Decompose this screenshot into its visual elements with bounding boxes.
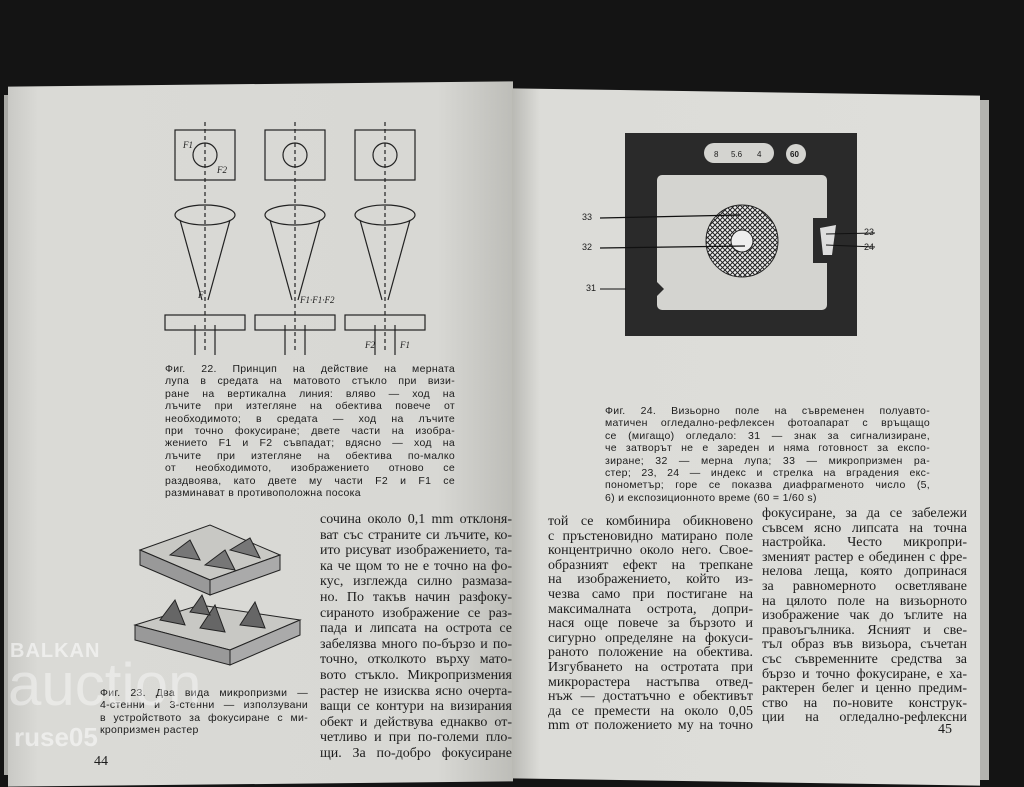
label-32: 32	[582, 242, 593, 252]
caption-line: в устройството за фокусиране с ми-	[100, 711, 308, 724]
shutter-time: 60	[790, 150, 799, 159]
aperture-value: 8	[714, 150, 719, 159]
caption-line: от необходимото, изображението отново се	[165, 462, 455, 475]
caption-line: понометър; горе се показва диафрагменото…	[605, 479, 930, 492]
text-line: сигурно определяне на фокуси-	[548, 631, 753, 646]
label-31: 31	[586, 283, 597, 293]
caption-line: 4-стенни и 3-стенни — използувани	[100, 699, 308, 712]
text-line: mm от положението му на точно	[548, 719, 753, 734]
text-line: вото стъкло. Микропризмения	[320, 667, 512, 683]
caption-line: лъчите при изтегляне на обектива повече …	[165, 400, 455, 413]
text-line: ващи се контури на визирания	[320, 699, 512, 715]
fig22-label-f1b: F1	[400, 340, 410, 350]
text-line: ват със страните си лъчите, ко-	[320, 527, 512, 543]
caption-line: Фиг. 23. Два вида микропризми —	[100, 687, 308, 699]
text-line: четливо и при по-големи пло-	[320, 730, 512, 746]
page-number-right: 45	[938, 722, 952, 737]
caption-line: зиране; 32 — мерна лупа; 33 — микропризм…	[605, 454, 930, 467]
fig24-viewfinder-diagram	[599, 133, 876, 336]
fig23-caption: Фиг. 23. Два вида микропризми —4-стенни …	[100, 687, 308, 737]
text-line: нелова леща, която допринася	[762, 565, 967, 580]
text-line: за равномерното осветляване	[762, 579, 967, 594]
caption-line: необходимото; в средата — ход на лъчите	[165, 412, 455, 425]
text-line: ство на по-новите конструк-	[762, 696, 967, 711]
fig22-label-f: F	[198, 290, 204, 300]
text-line: сочина около 0,1 mm отклоня-	[320, 512, 512, 527]
text-line: с пръстеновидно матирано поле	[548, 529, 753, 544]
watermark-auction: auction	[8, 651, 202, 718]
text-line: ито рисуват изображението, та-	[320, 543, 512, 559]
text-line: пада и липсата на острота се	[320, 621, 512, 637]
text-line: зменият растер е обединен с фре-	[762, 550, 967, 565]
text-line: микрорастера настъпва отвед-	[548, 675, 753, 690]
text-line: на изображението, който из-	[548, 573, 753, 588]
caption-line: Фиг. 22. Принцип на действие на мерната	[165, 363, 455, 375]
text-line: фокусиране, за да се забележи	[762, 507, 967, 521]
text-line: максималната острота, допри-	[548, 602, 753, 617]
text-line: кус, изглежда силно размаза-	[320, 574, 512, 590]
label-24: 24	[864, 242, 875, 252]
text-line: бързо и точно фокусиране, е ха-	[762, 667, 967, 682]
text-line: настройка. Често микропри-	[762, 536, 967, 551]
text-line: Изгубването на остротата при	[548, 660, 753, 675]
caption-line: лупа в средата на матовото стъкло при ви…	[165, 375, 455, 388]
caption-line: стер; 23, 24 — индекс и стрелка на вград…	[605, 467, 930, 480]
caption-line: 6) и експозиционното време (60 = 1/60 s)	[605, 491, 817, 504]
watermark-ruse05: ruse05	[14, 722, 98, 752]
text-line: но. По такъв начин разфоку-	[320, 589, 512, 605]
aperture-value: 4	[757, 150, 762, 159]
caption-line: се (мигащо) огледало: 31 — знак за сигна…	[605, 429, 930, 442]
lens-ray-column	[164, 122, 246, 355]
fig22-diagram	[164, 121, 426, 356]
text-line: образният ефект на трепкане	[548, 558, 753, 573]
left-body-text: сочина около 0,1 mm отклоня-ват със стра…	[320, 512, 512, 762]
caption-line: раздвоява, като двете му части F2 и F1 с…	[165, 474, 455, 487]
label-23: 23	[864, 227, 875, 237]
text-line: да се премести на около 0,05	[548, 704, 753, 719]
label-33: 33	[582, 212, 593, 222]
text-line: съвсем ясно липсата на точна	[762, 521, 967, 536]
text-line: щи. За по-добро фокусиране	[320, 745, 512, 761]
caption-line: при точно фокусиране; двете части на изо…	[165, 425, 455, 438]
caption-line: Фиг. 24. Визьорно поле на съвременен пол…	[605, 405, 930, 417]
text-line: точно, отколкото върху мато-	[320, 652, 512, 668]
text-line: растер не изисква ясно очерта-	[320, 683, 512, 699]
caption-line: че затворът не е зареден и няма готовнос…	[605, 442, 930, 455]
text-line: раното положение на обектива.	[548, 646, 753, 661]
text-line: тъл образ във визьора, съчетан	[762, 638, 967, 653]
text-line: ции на огледално-рефлексни	[762, 711, 967, 726]
text-line: забелязва много по-бързо и по-	[320, 636, 512, 652]
page-number-left: 44	[94, 754, 108, 769]
text-line: рактерен белег и ценно предим-	[762, 682, 967, 697]
fig22-label-f2: F2	[217, 165, 227, 175]
fig24-caption: Фиг. 24. Визьорно поле на съвременен пол…	[605, 405, 930, 504]
text-line: на цялото поле на визьорното	[762, 594, 967, 609]
caption-line: разминават в противоположна посока	[165, 487, 361, 500]
fig22-label-f1: F1	[183, 140, 193, 150]
caption-line: кропризмен растер	[100, 724, 199, 737]
text-line: сираното изображение се раз-	[320, 605, 512, 621]
fig22-label-f2b: F2	[365, 340, 375, 350]
fig22-label-f1f1f2: F1·F1·F2	[300, 295, 335, 305]
text-line: обект и действува еднакво от-	[320, 714, 512, 730]
aperture-value: 5.6	[731, 150, 743, 159]
caption-line: жението F1 и F2 съвпадат; вдясно — ход н…	[165, 437, 455, 450]
text-line: изображение чак до ъглите на	[762, 609, 967, 624]
text-line: ка че щом то не е точно на фо-	[320, 558, 512, 574]
text-line: нъж — достатъчно е обективът	[548, 690, 753, 705]
text-line: със съвременните средства за	[762, 652, 967, 667]
text-line: нася още повече за бързото и	[548, 617, 753, 632]
fig23-microprism-diagram	[133, 524, 302, 666]
caption-line: матичен огледално-рефлексен фотоапарат с…	[605, 417, 930, 430]
text-line: концентрично около него. Свое-	[548, 544, 753, 559]
watermark-balkan: BALKAN	[10, 640, 101, 662]
text-line: той се комбинира обикновено	[548, 515, 753, 529]
text-line: чезва само при постигане на	[548, 587, 753, 602]
text-line: правоъгълника. Ясният и све-	[762, 623, 967, 638]
caption-line: лъчите при изтегляне на обектива по-малк…	[165, 449, 455, 462]
caption-line: ране на вертикална линия: вляво — ход на	[165, 387, 455, 400]
